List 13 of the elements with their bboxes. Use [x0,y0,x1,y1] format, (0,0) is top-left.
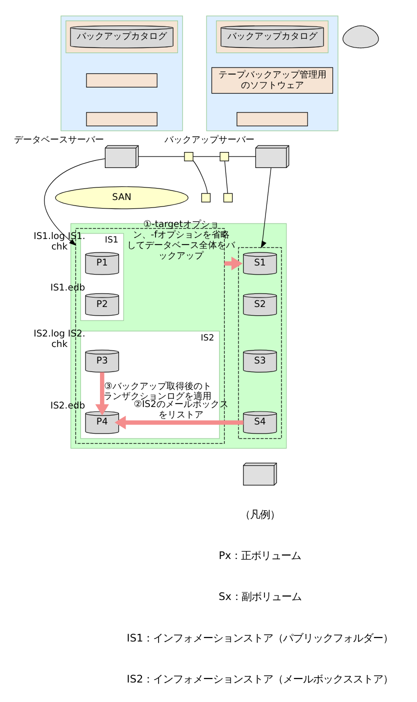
edge-label: ①-targetオプション、-fオプションを省略してデータベース全体をバックアップ [126,219,235,262]
label: Sx：副ボリューム [218,591,301,604]
node-label: IS1.log IS1.chk [33,230,85,252]
label: IS2：インフォメーションストア（メールボックスストア） [126,673,393,686]
label: Px：正ボリューム [218,550,301,562]
node-label: IS1.edb [50,282,85,294]
node-label: バックアップサーバー [164,134,254,146]
label: （凡例） [239,508,280,521]
edge-label: ②IS2のメールボックスをリストア [133,399,228,421]
node-label: データベースサーバー [13,134,104,146]
label: IS1：インフォメーションストア（パブリックフォルダー） [126,632,393,644]
node-label: IS2.edb [50,400,85,412]
node-label: IS2.log IS2.chk [33,328,85,350]
